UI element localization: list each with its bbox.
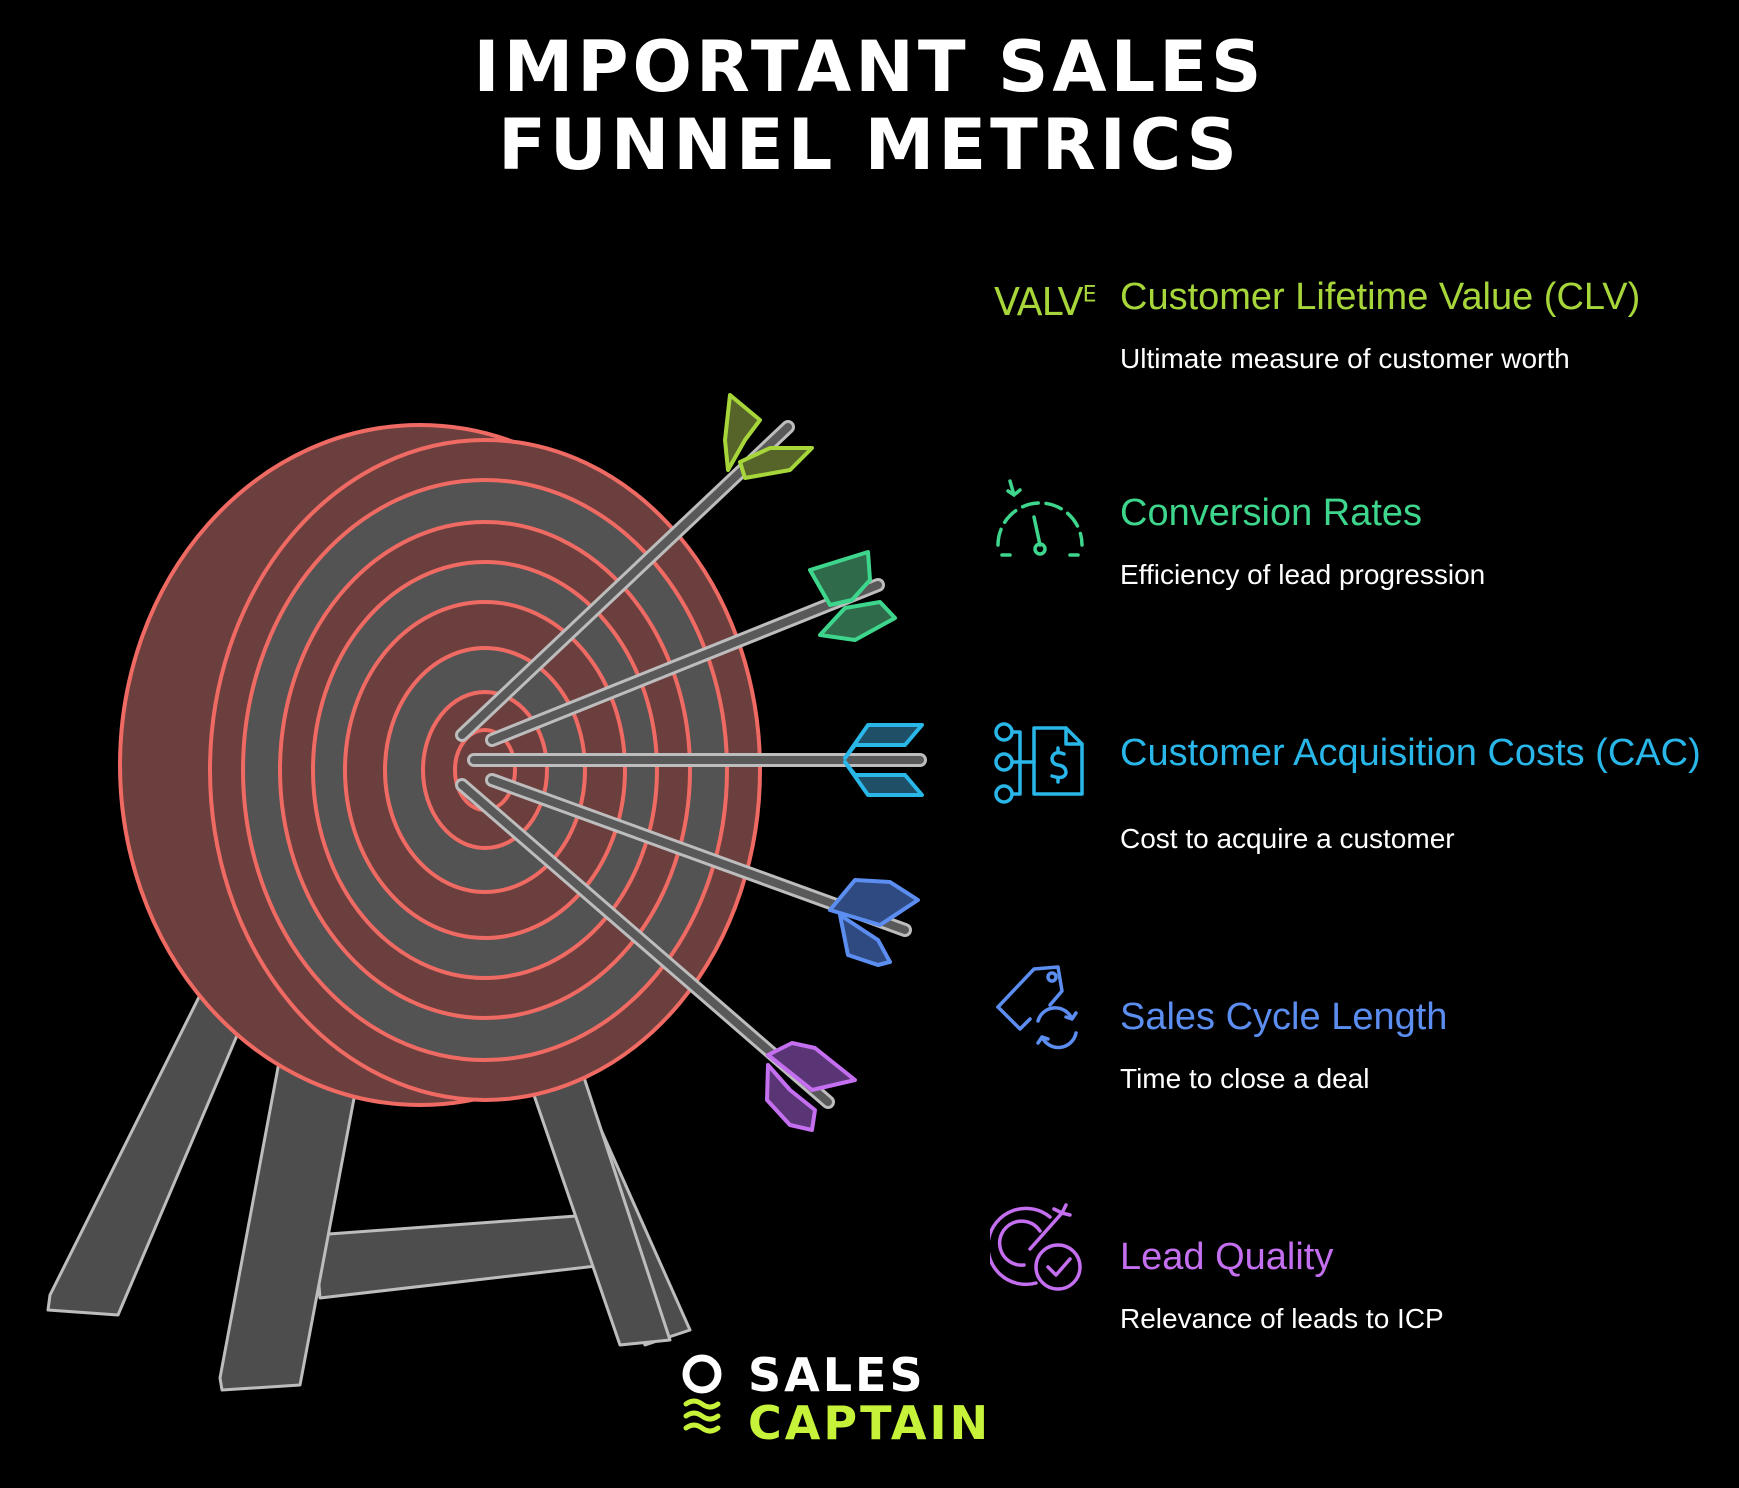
arrow-clv (455, 393, 814, 742)
target-check-icon (990, 1203, 1082, 1291)
metric-title: Conversion Rates (1120, 492, 1423, 534)
metric-title: Lead Quality (1120, 1236, 1334, 1278)
metric-description: Ultimate measure of customer worth (1120, 343, 1570, 374)
metric-cycle: Sales Cycle Length Time to close a deal (990, 965, 1710, 1182)
logo-word-sales: SALES (748, 1348, 926, 1402)
metric-conversion: Conversion Rates Efficiency of lead prog… (990, 478, 1710, 678)
valve-text-sup: E (1082, 282, 1097, 308)
arrow-conversion (485, 550, 897, 747)
valve-text-label: VALV (994, 280, 1084, 324)
metric-description: Cost to acquire a customer (1120, 823, 1455, 854)
logo-word-captain: CAPTAIN (748, 1396, 992, 1450)
page-title: IMPORTANT SALES FUNNEL METRICS (0, 28, 1739, 184)
metric-cac: Customer Acquisition Costs (CAC) Cost to… (990, 718, 1710, 918)
target-rings (208, 438, 762, 1102)
price-tag-cycle-icon (996, 965, 1078, 1050)
arrow-cac (467, 723, 927, 797)
arrow-cycle (485, 773, 920, 967)
title-line-1: IMPORTANT SALES (473, 26, 1266, 108)
metric-description: Efficiency of lead progression (1120, 559, 1486, 590)
cost-flow-icon (994, 722, 1084, 804)
speedometer-icon (996, 479, 1084, 557)
title-line-2: FUNNEL METRICS (498, 104, 1241, 186)
arrow-lead (455, 778, 857, 1132)
metric-description: Relevance of leads to ICP (1120, 1303, 1444, 1334)
metric-description: Time to close a deal (1120, 1063, 1370, 1094)
metric-title: Customer Acquisition Costs (CAC) (1120, 732, 1701, 774)
metric-clv: VALVE Customer Lifetime Value (CLV) Ulti… (990, 262, 1710, 462)
logo-mark-icon (682, 1354, 722, 1434)
metric-lead: Lead Quality Relevance of leads to ICP (990, 1203, 1710, 1422)
sales-captain-logo: SALES CAPTAIN (680, 1348, 1080, 1448)
metric-title: Customer Lifetime Value (CLV) (1120, 276, 1641, 318)
valve-text-icon: VALVE (990, 262, 1096, 362)
easel-stand (46, 983, 692, 1392)
metric-title: Sales Cycle Length (1120, 996, 1448, 1038)
easel-crossbar (313, 1213, 607, 1300)
easel-leg-back-left (46, 983, 252, 1317)
